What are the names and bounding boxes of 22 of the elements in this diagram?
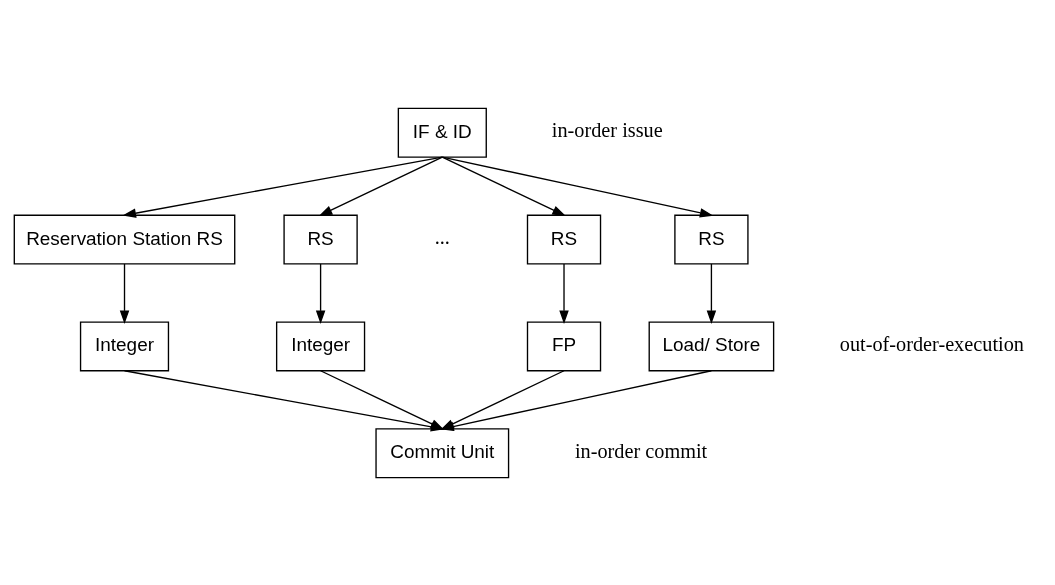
node-box: Commit Unit <box>375 427 510 478</box>
arrow <box>318 155 443 216</box>
node-box: RS <box>674 214 749 265</box>
label: in-order issue <box>551 118 663 141</box>
node-box: Reservation Station RS <box>13 214 236 265</box>
arrow <box>706 262 717 324</box>
arrow <box>441 155 714 217</box>
node-box: FP <box>526 320 602 371</box>
label: in-order commit <box>574 439 708 462</box>
node-box: Load/ Store <box>648 320 775 371</box>
label: out-of-order-execution <box>839 332 1024 355</box>
arrow <box>122 155 443 218</box>
node-box: Integer <box>275 320 366 371</box>
node-box: RS <box>283 214 358 265</box>
arrow <box>119 262 130 324</box>
node-box: RS <box>526 214 602 265</box>
arrow <box>441 155 566 216</box>
arrow <box>315 262 326 324</box>
node-box: IF & ID <box>397 107 487 158</box>
label: ... <box>434 225 450 248</box>
arrow <box>559 262 569 324</box>
node-box: Integer <box>79 320 170 371</box>
